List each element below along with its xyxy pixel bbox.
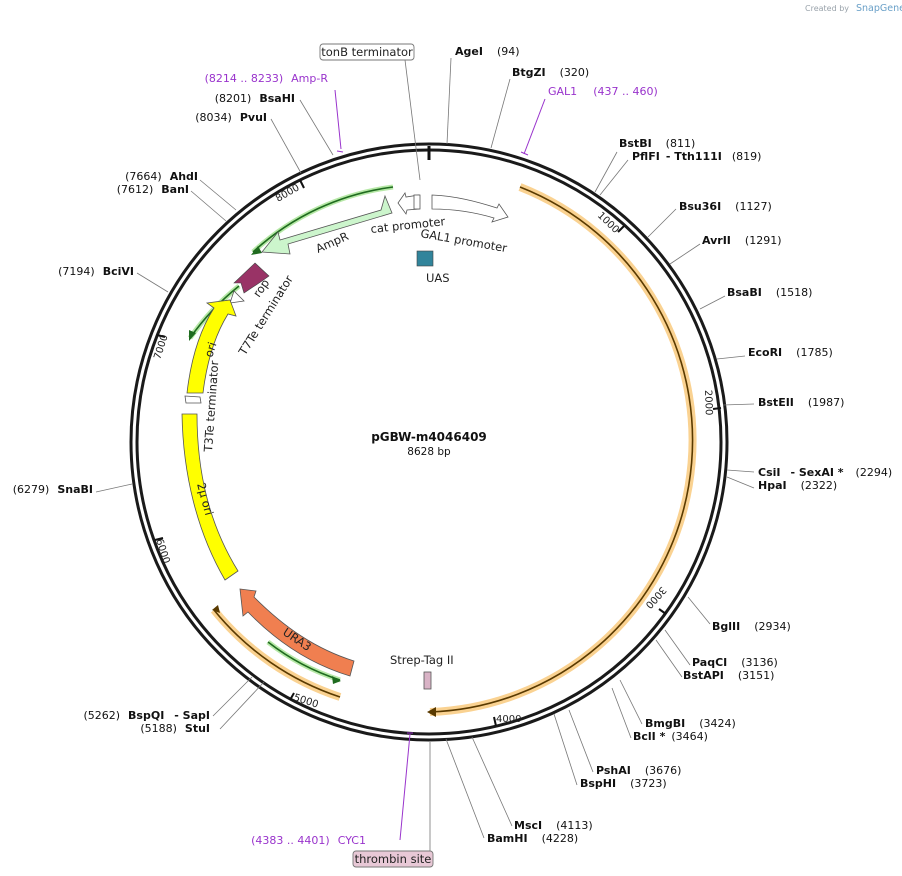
hpai-label: HpaI(2322) [758,479,837,492]
ori-label: ori [202,340,220,359]
bspqi-label: (5262)BspQI- SapI [83,709,210,722]
bglii-label: BglII(2934) [712,620,791,633]
stui-label: (5188)StuI [140,722,210,735]
gal1-primer-label: GAL1(437 .. 460) [548,85,658,98]
ampr-feature [261,194,393,255]
bsphi-label: BspHI(3723) [580,777,667,790]
gal1-promoter-feature [431,194,509,223]
thrombin-site-label: thrombin site [355,852,432,866]
strep-tag-label: Strep-Tag II [390,653,454,667]
orf-right-arrowhead [427,707,436,717]
orf-ura3 [213,609,341,698]
t7te-terminator-feature [229,290,245,304]
cyc1-primer-label: (4383 .. 4401)CYC1 [251,834,366,847]
bstbi-label: BstBI(811) [619,137,695,150]
rop-feature [233,262,270,294]
watermark-prefix: Created by [805,4,849,13]
bani-label: (7612)BanI [117,183,189,196]
btgzi-label: BtgZI(320) [512,66,589,79]
watermark-brand: SnapGene [856,3,902,14]
uas-label: UAS [426,271,450,285]
tick-marks [154,179,722,727]
two-mu-ori-feature [181,413,239,581]
t3te-terminator-feature [184,395,202,404]
bcivi-label: (7194)BciVI [58,265,134,278]
bmgbi-label: BmgBI(3424) [645,717,736,730]
orf-ampr [252,186,394,253]
primer-callouts [334,89,546,841]
ampr-primer-label: (8214 .. 8233)Amp-R [205,72,329,85]
bsabi-label: BsaBI(1518) [727,286,812,299]
bsahi-label: (8201)BsaHI [215,92,295,105]
orf-right-highlight [429,183,697,716]
pvui-label: (8034)PvuI [195,111,267,124]
snabi-label: (6279)SnaBI [13,483,93,496]
plasmid-size: 8628 bp [407,446,451,458]
ori-feature [186,299,237,394]
tonb-terminator-feature [413,194,421,210]
tick-4000: 4000 [496,714,521,725]
tonb-terminator-box [319,43,415,61]
uas-feature [416,250,434,267]
bsteii-label: BstEII(1987) [758,396,844,409]
plasmid-name: pGBW-m4046409 [371,430,487,444]
ecori-label: EcoRI(1785) [748,346,833,359]
pflfi-label: PflFI- Tth111I(819) [632,150,761,163]
thrombin-site-box [352,850,434,868]
avrii-label: AvrII(1291) [702,234,781,247]
orf-ampr-arrowhead [251,246,262,255]
bsu36i-label: Bsu36I(1127) [679,200,772,213]
tick-2000: 2000 [702,390,714,416]
bcli-label: BclI *(3464) [633,730,708,743]
msci-label: MscI(4113) [514,819,593,832]
orf-rop-arrowhead [189,330,196,341]
orf-right [429,186,694,713]
backbone-outer [129,142,729,742]
csii-label: CsiI- SexAI *(2294) [758,466,892,479]
paqci-label: PaqCI(3136) [692,656,778,669]
callout-lines [95,57,755,851]
orf-ura3-arrowhead [212,605,220,613]
pshai-label: PshAI(3676) [596,764,681,777]
agei-label: AgeI(94) [455,45,520,58]
orf-ura3-inner-arrowhead [332,676,341,684]
tonb-terminator-label: tonB terminator [321,45,413,59]
t3te-terminator-label: T3Te terminator [201,360,221,453]
ahdi-label: (7664)AhdI [125,170,198,183]
bamhi-label: BamHI(4228) [487,832,578,845]
strep-thrombin-feature [423,671,432,690]
bstapi-label: BstAPI(3151) [683,669,774,682]
ura3-feature [239,588,355,677]
